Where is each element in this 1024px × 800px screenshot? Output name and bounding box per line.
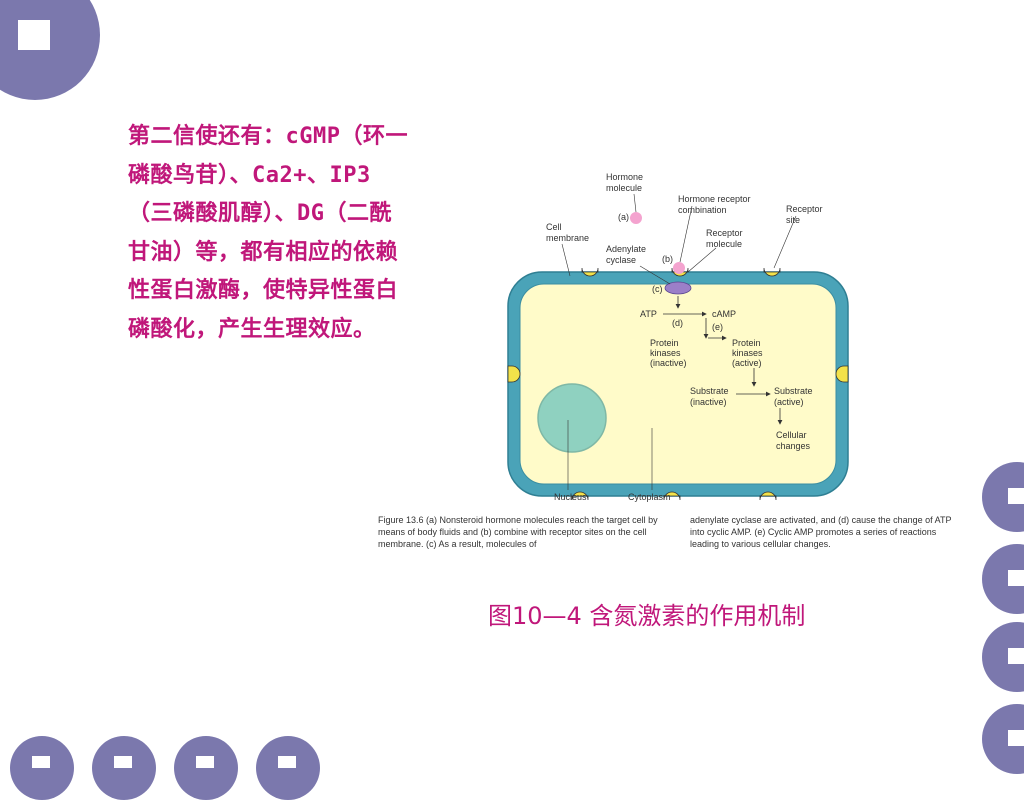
figure-caption-right: adenylate cyclase are activated, and (d)… <box>690 515 952 549</box>
receptor-site <box>835 365 849 383</box>
hormone-bound <box>673 262 685 274</box>
label-substrate-active: Substrate(active) <box>774 386 813 407</box>
decor-square <box>196 756 214 768</box>
decor-circle-right-2 <box>982 544 1024 614</box>
decor-circle-right-4 <box>982 704 1024 774</box>
decor-square <box>1008 570 1024 586</box>
decor-circle-top-left <box>0 0 100 100</box>
decor-square <box>278 756 296 768</box>
decor-circle-bottom-2 <box>92 736 156 800</box>
decor-square <box>114 756 132 768</box>
receptor-site <box>671 267 689 277</box>
decor-square <box>1008 730 1024 746</box>
label-a: (a) <box>618 212 629 222</box>
decor-circle-bottom-4 <box>256 736 320 800</box>
decor-circle-bottom-1 <box>10 736 74 800</box>
receptor-site <box>571 491 589 501</box>
label-atp: ATP <box>640 309 657 319</box>
decor-square <box>18 20 50 50</box>
body-text: 第二信使还有：cGMP（环一磷酸鸟苷）、Ca2+、IP3（三磷酸肌醇）、DG（二… <box>128 124 408 342</box>
label-d: (d) <box>672 318 683 328</box>
receptor-site <box>581 267 599 277</box>
figure-caption-left: Figure 13.6 (a) Nonsteroid hormone molec… <box>378 515 658 549</box>
receptor-site <box>507 365 521 383</box>
decor-circle-bottom-3 <box>174 736 238 800</box>
nucleus <box>537 383 607 453</box>
decor-circle-right-3 <box>982 622 1024 692</box>
receptor-site <box>663 491 681 501</box>
label-b: (b) <box>662 254 673 264</box>
decor-square <box>1008 488 1024 504</box>
label-c: (c) <box>652 284 663 294</box>
receptor-site <box>763 267 781 277</box>
label-e: (e) <box>712 322 723 332</box>
label-cytoplasm: Cytoplasm <box>628 492 671 502</box>
label-camp: cAMP <box>712 309 736 319</box>
decor-square <box>32 756 50 768</box>
receptor-site <box>759 491 777 501</box>
decor-square <box>1008 648 1024 664</box>
hormone-molecule <box>630 212 642 224</box>
label-substrate-inactive: Substrate(inactive) <box>690 386 729 407</box>
figure-title: 图10—4 含氮激素的作用机制 <box>488 602 806 630</box>
decor-circle-right-1 <box>982 462 1024 532</box>
adenylate-cyclase <box>664 281 692 295</box>
label-nucleus: Nucleus <box>554 492 587 502</box>
